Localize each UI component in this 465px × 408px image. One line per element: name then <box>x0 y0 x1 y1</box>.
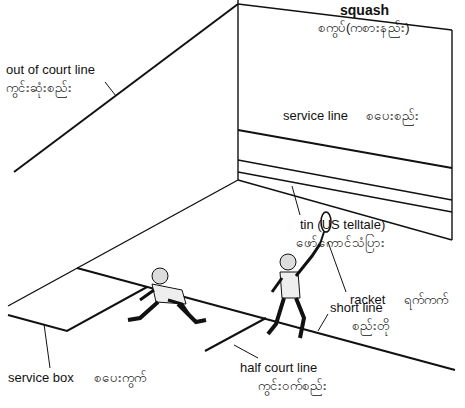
service-box-lines <box>8 287 147 331</box>
front-wall-edge <box>451 30 452 240</box>
leader-line <box>234 345 258 358</box>
part-label: ကွင်းဝက်စည်း <box>258 378 327 394</box>
part-label: tin (US telltale) <box>300 217 385 233</box>
part-label: ရက်ကက် <box>404 292 448 308</box>
service-line <box>238 130 452 168</box>
part-label: ဖော်ကောင်သံပြား <box>296 235 385 251</box>
part-label: short line <box>330 300 383 316</box>
part-label: စပေးကွက် <box>94 370 146 386</box>
part-label: ကွင်းဆုံးစည်း <box>6 80 72 96</box>
leader-line <box>292 186 300 215</box>
tin-top <box>238 160 452 200</box>
part-label: out of court line <box>6 62 95 78</box>
part-label: စကွပ်(ကစားနည်း) <box>318 20 410 36</box>
wall-corner <box>237 0 238 180</box>
leader-line <box>318 314 328 331</box>
floor-front-edge <box>238 180 452 240</box>
floor-side-edge <box>8 180 238 306</box>
leader-line <box>105 82 116 96</box>
player-left <box>128 268 206 322</box>
leader-line <box>44 324 50 368</box>
short-line <box>77 268 455 370</box>
part-label: service box <box>8 370 74 386</box>
part-label: half court line <box>240 360 317 376</box>
tin-bottom <box>238 172 452 212</box>
part-label: service line <box>283 108 348 124</box>
part-label: စပေးစည်း <box>366 108 419 124</box>
diagram-title: squash <box>340 2 389 18</box>
part-label: စည်းတို <box>352 318 389 334</box>
